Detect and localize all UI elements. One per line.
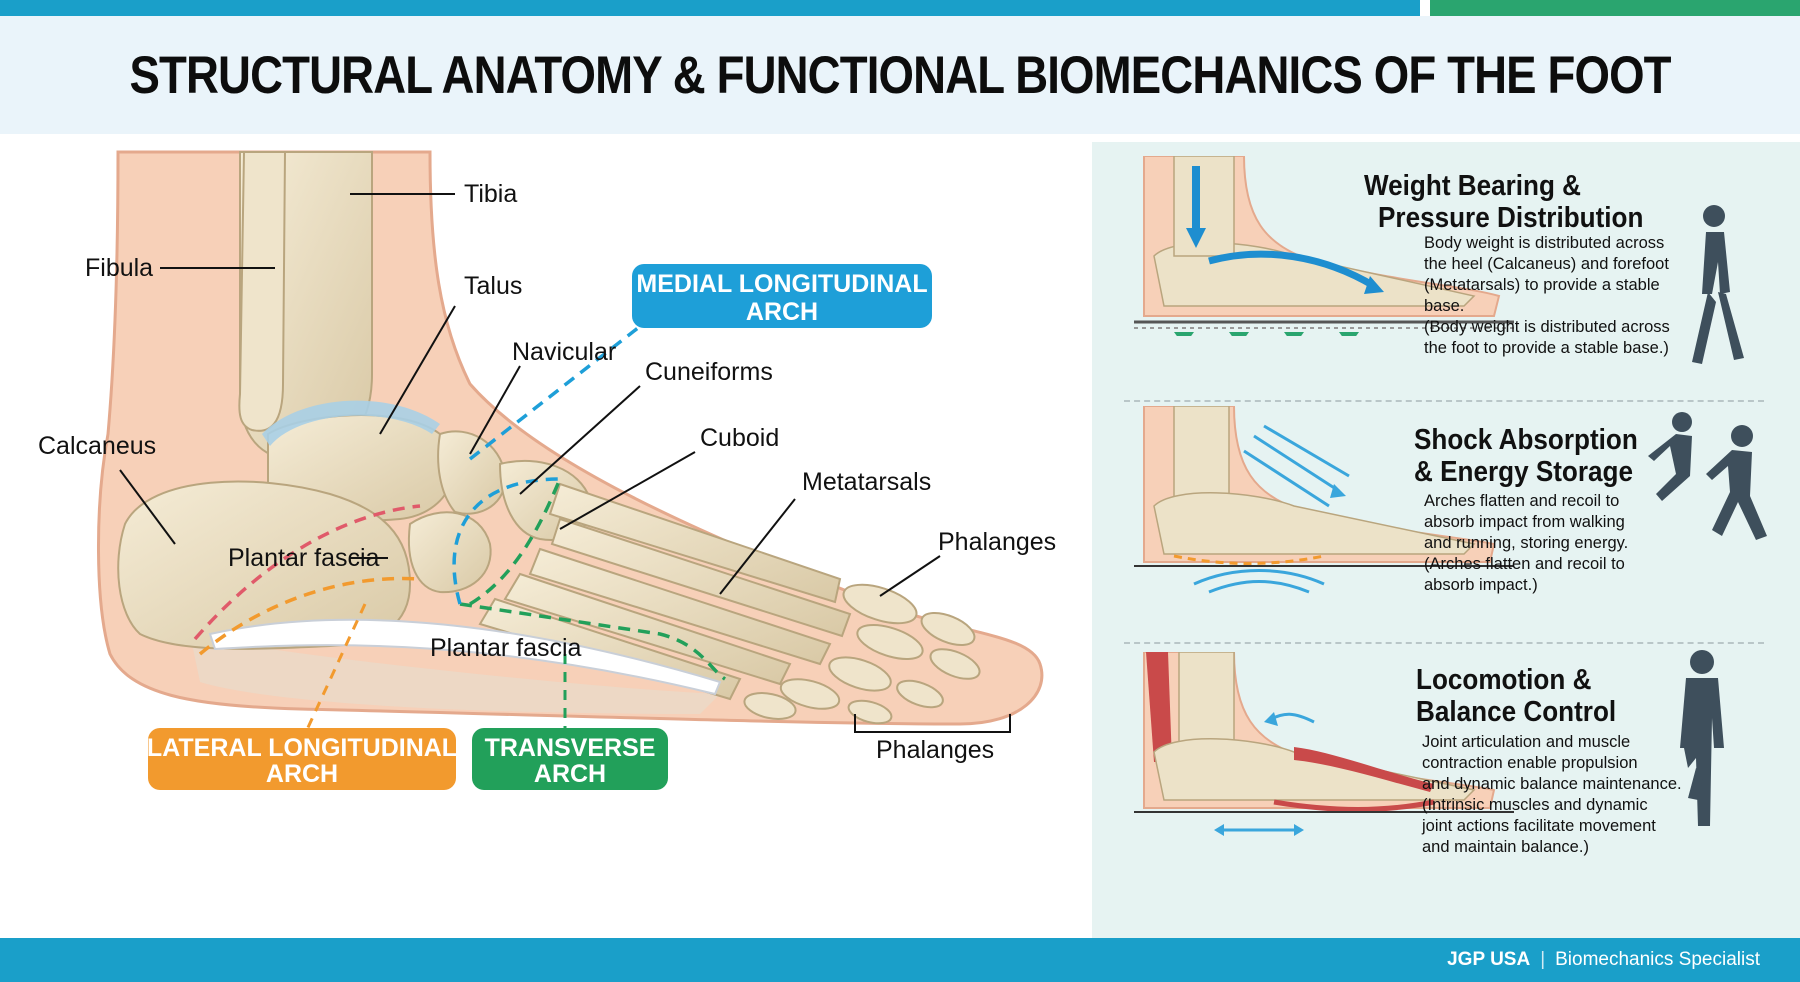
running-people-icon: [1648, 412, 1767, 540]
locomotion-title-2: Balance Control: [1416, 696, 1617, 728]
locomotion-description: Joint articulation and muscle contractio…: [1422, 733, 1682, 856]
shock-absorption-title-2: & Energy Storage: [1414, 456, 1634, 488]
label-phalanges-bottom: Phalanges: [876, 736, 994, 764]
top-accent-bar-green: [1430, 0, 1800, 16]
label-plantar-fascia-upper: Plantar fascia: [228, 544, 380, 572]
svg-text:LATERAL LONGITUDINAL: LATERAL LONGITUDINAL: [147, 734, 457, 762]
locomotion-title-1: Locomotion &: [1416, 664, 1592, 696]
svg-text:ARCH: ARCH: [534, 760, 606, 788]
svg-text:ARCH: ARCH: [266, 760, 338, 788]
function-locomotion: Locomotion & Balance Control Joint artic…: [1092, 648, 1800, 928]
ankle-cartilage: [262, 400, 440, 446]
label-calcaneus: Calcaneus: [38, 432, 156, 460]
svg-text:ARCH: ARCH: [746, 298, 818, 326]
weight-bearing-title-2: Pressure Distribution: [1378, 202, 1644, 234]
label-plantar-fascia-lower: Plantar fascia: [430, 634, 582, 662]
walking-person-icon: [1692, 205, 1744, 364]
shock-absorption-title-1: Shock Absorption: [1414, 424, 1638, 456]
locomotion-illustration: [1134, 652, 1514, 836]
shock-absorption-description: Arches flatten and recoil to absorb impa…: [1424, 492, 1629, 594]
transverse-arch-line: [459, 478, 727, 681]
shock-absorption-illustration: [1134, 406, 1514, 594]
cuboid-bone: [408, 511, 492, 594]
footer-tagline: Biomechanics Specialist: [1555, 949, 1760, 970]
fibula-bone: [238, 151, 287, 432]
plantar-fascia-band: [208, 618, 722, 696]
transverse-arch-pill: TRANSVERSE ARCH: [472, 728, 668, 790]
anatomy-panel: Tibia Fibula Talus Navicular Cuneiforms …: [0, 134, 1092, 938]
metatarsal-bones: [478, 482, 852, 701]
footer: JGP USA | Biomechanics Specialist: [0, 938, 1800, 982]
lateral-arch-pill: LATERAL LONGITUDINAL ARCH: [147, 728, 457, 790]
header: STRUCTURAL ANATOMY & FUNCTIONAL BIOMECHA…: [0, 16, 1800, 134]
medial-arch-line: [193, 504, 421, 641]
svg-text:TRANSVERSE: TRANSVERSE: [485, 734, 656, 762]
label-tibia: Tibia: [464, 180, 517, 208]
medial-arch-pill: MEDIAL LONGITUDINAL ARCH: [632, 264, 932, 328]
label-navicular: Navicular: [512, 338, 616, 366]
function-weight-bearing: Weight Bearing & Pressure Distribution B…: [1092, 142, 1800, 392]
foot-anatomy-diagram: Tibia Fibula Talus Navicular Cuneiforms …: [38, 150, 1056, 790]
label-fibula: Fibula: [85, 254, 153, 282]
label-talus: Talus: [464, 272, 522, 300]
page-title: STRUCTURAL ANATOMY & FUNCTIONAL BIOMECHA…: [129, 45, 1671, 105]
panel-divider-1: [1124, 400, 1764, 402]
weight-bearing-title-1: Weight Bearing &: [1364, 170, 1582, 202]
medial-arch-connector: [452, 297, 677, 605]
footer-separator: |: [1540, 949, 1546, 970]
lateral-arch-connector: [303, 603, 367, 735]
panel-divider-2: [1124, 642, 1764, 644]
label-cuboid: Cuboid: [700, 424, 779, 452]
weight-bearing-illustration: [1134, 156, 1514, 336]
top-accent-bar-blue: [0, 0, 1420, 16]
navicular-bone: [437, 430, 507, 515]
functions-panel: Weight Bearing & Pressure Distribution B…: [1092, 142, 1800, 938]
function-shock-absorption: Shock Absorption & Energy Storage Arches…: [1092, 406, 1800, 636]
lateral-arch-line: [198, 576, 421, 656]
label-phalanges-top: Phalanges: [938, 528, 1056, 556]
footer-brand: JGP USA: [1447, 949, 1531, 970]
label-metatarsals: Metatarsals: [802, 468, 931, 496]
label-cuneiforms: Cuneiforms: [645, 358, 773, 386]
svg-text:MEDIAL LONGITUDINAL: MEDIAL LONGITUDINAL: [636, 270, 927, 298]
standing-person-icon: [1680, 650, 1724, 826]
leader-lines: [119, 193, 1011, 733]
weight-bearing-description: Body weight is distributed across the he…: [1424, 234, 1670, 357]
phalange-bones: [743, 583, 981, 725]
